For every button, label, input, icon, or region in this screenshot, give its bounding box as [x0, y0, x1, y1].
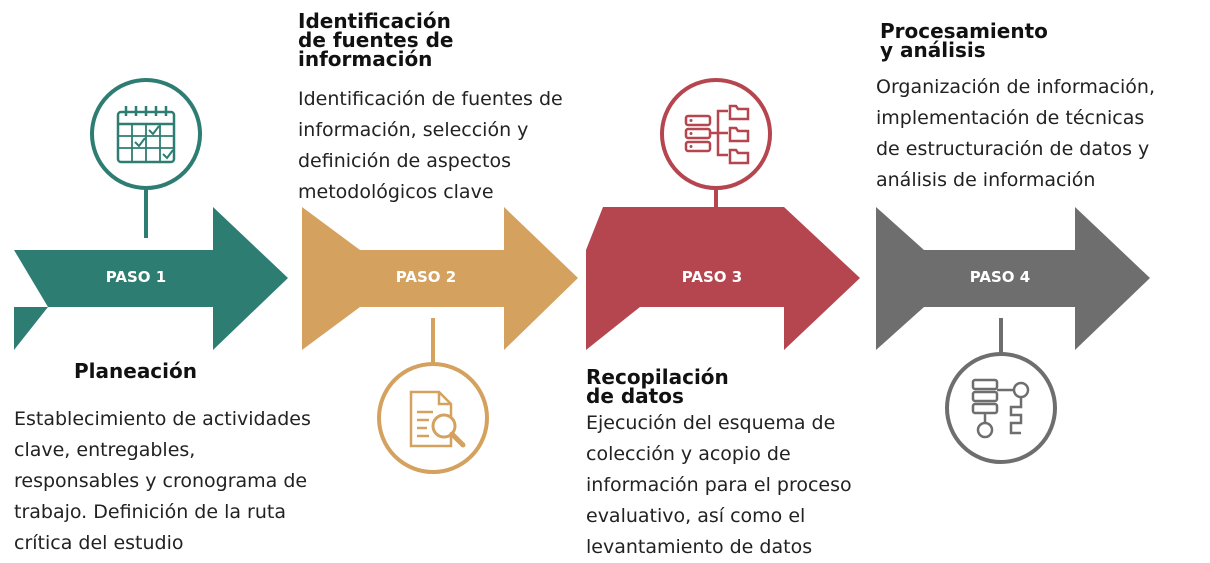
step-2-stem — [431, 318, 435, 366]
step-4-arrow-body — [876, 207, 1150, 350]
step-3-label: PASO 3 — [681, 268, 743, 286]
step-2-label: PASO 2 — [395, 268, 457, 286]
step-2-icon-circle — [377, 362, 489, 474]
step-1-title: Planeación — [74, 359, 197, 383]
step-1-label: PASO 1 — [105, 268, 167, 286]
step-4-icon-circle — [945, 352, 1057, 464]
step-3-stem — [714, 188, 718, 238]
step-2-arrow-body — [302, 207, 578, 350]
data-processing-icon — [971, 378, 1030, 439]
step-1-stem — [144, 188, 148, 238]
step-1-icon-circle — [90, 78, 202, 190]
step-4-stem — [999, 318, 1003, 358]
server-folders-icon — [684, 104, 750, 165]
calendar-icon — [116, 106, 176, 164]
step-3-arrow-body — [586, 207, 860, 350]
document-search-icon — [409, 390, 466, 448]
step-3-icon-circle — [660, 78, 772, 190]
step-4-description: Organización de información,implementaci… — [876, 76, 1155, 191]
step-4-label: PASO 4 — [969, 268, 1031, 286]
step-1-arrow-shape — [14, 207, 288, 350]
